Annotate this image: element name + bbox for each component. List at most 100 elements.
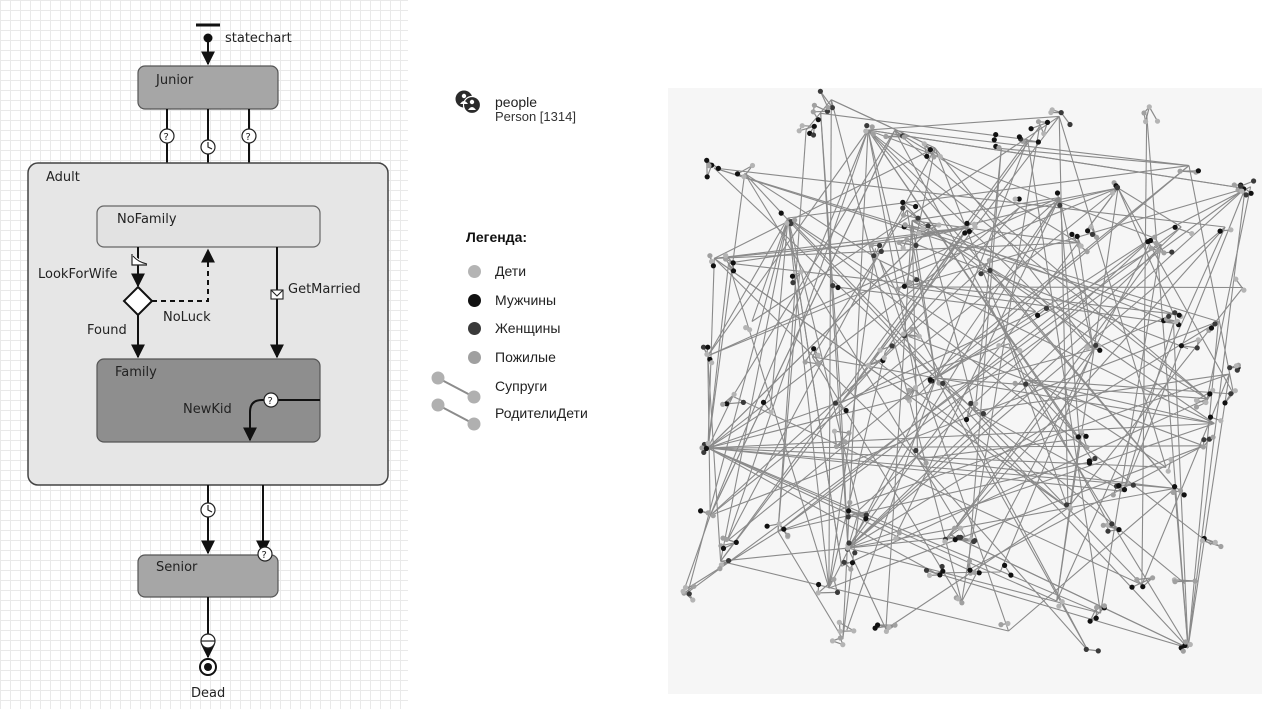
network-node [958,525,964,531]
network-link [974,148,1002,411]
network-link [867,129,1080,440]
network-node [1093,234,1100,240]
entry-point-icon[interactable] [203,33,213,43]
network-node [901,212,907,218]
legend-label-elderly: Пожилые [495,349,556,365]
network-node [1145,239,1151,245]
network-node [799,123,805,129]
network-link [905,286,1244,289]
link-spouses-icon [431,371,481,404]
network-link [683,515,711,591]
network-link [967,148,1002,570]
network-link [812,356,937,379]
state-senior[interactable]: Senior [137,554,279,598]
agent-population[interactable]: people Person [1314] [454,88,644,128]
network-node [896,530,902,536]
network-node [1028,126,1034,132]
network-link [828,377,937,589]
network-node [802,359,808,365]
svg-text:?: ? [164,132,169,143]
legend-label-women: Женщины [495,320,561,336]
network-node [886,624,892,630]
network-node [848,566,854,572]
network-node [893,535,899,542]
network-node [1173,319,1179,325]
network-node [964,220,970,226]
network-node [1146,104,1152,110]
network-node [1222,400,1228,406]
network-node [832,400,839,406]
network-link [720,560,1009,632]
network-node [1088,224,1094,230]
network-link [980,260,990,275]
network-node [691,583,697,589]
network-node [740,399,746,405]
network-link [707,187,1119,357]
network-node [959,600,965,606]
state-senior-label: Senior [156,560,198,575]
network-node [958,534,964,540]
network-link [720,217,789,562]
network-link [707,447,1124,492]
transition-found-label: Found [87,323,127,338]
network-node [831,428,838,434]
network-node [1195,337,1201,343]
network-link [836,432,850,447]
state-family[interactable]: Family [96,358,321,443]
network-link [1181,345,1198,349]
network-node [811,123,817,129]
network-node [920,226,926,232]
network-link [714,239,906,259]
network-node [781,526,787,532]
network-node [815,352,821,358]
network-link [777,531,844,640]
network-node [710,513,716,519]
network-link [935,377,1089,651]
network-link [949,534,1189,649]
state-family-label: Family [115,365,157,380]
transition-noluck-label: NoLuck [163,310,211,325]
network-node [841,559,847,565]
network-node [1075,434,1081,440]
network-link [1059,197,1081,439]
state-nofamily[interactable]: NoFamily [96,205,321,248]
network-node [927,377,933,383]
network-link [905,239,1189,350]
network-node [1109,521,1115,527]
network-node [837,635,843,641]
network-node [971,221,977,227]
network-node [912,385,919,391]
network-node [1114,185,1120,191]
network-node [1069,231,1075,237]
network-node [852,550,858,556]
legend-dot-elderly [468,351,481,364]
network-node [1212,321,1218,327]
network-node [1187,641,1193,648]
network-node [703,445,709,452]
network-node [849,560,856,566]
network-link [1187,321,1219,649]
network-link [904,224,923,230]
network-node [741,174,747,180]
final-state-icon[interactable] [199,658,217,676]
network-node [1203,399,1209,406]
network-node [847,499,853,506]
network-node [1248,190,1254,196]
network-node [1239,188,1245,194]
state-junior[interactable]: Junior [137,65,279,110]
network-node [1130,482,1136,488]
network-link [720,535,965,562]
network-node [1016,196,1022,202]
network-node [980,411,986,417]
network-view[interactable] [668,88,1262,694]
network-node [902,222,908,228]
network-node [1233,363,1239,369]
network-link [707,394,919,449]
network-link [1077,242,1094,350]
network-node [1201,437,1207,443]
network-node [720,401,726,407]
network-node [1241,287,1247,293]
network-node [1189,231,1195,237]
network-node [710,263,716,269]
network-link [831,99,936,149]
